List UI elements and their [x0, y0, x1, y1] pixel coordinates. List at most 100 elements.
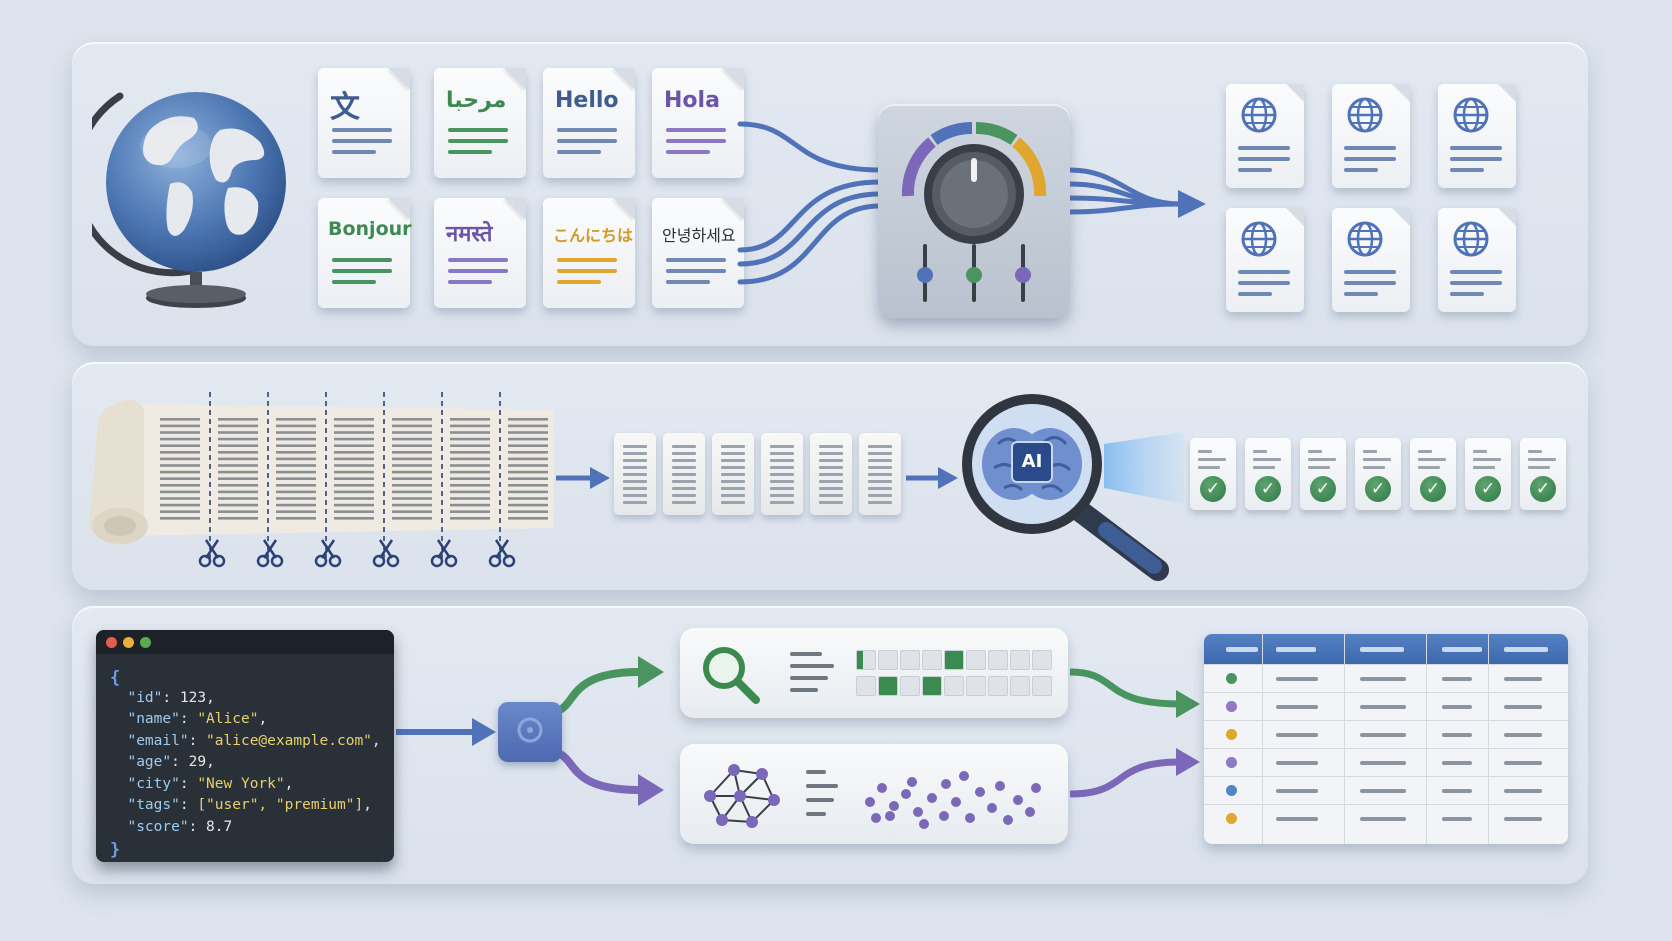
- match-cell: [944, 676, 964, 696]
- verified-chunk-card: ✓: [1520, 438, 1566, 510]
- match-cell: [944, 650, 964, 670]
- language-card: Hola: [652, 68, 744, 178]
- text-chunk: [761, 433, 803, 515]
- json-line: "score": 8.7: [110, 819, 232, 835]
- json-key: "city": [127, 775, 180, 792]
- knob-icon[interactable]: [878, 104, 1070, 318]
- vector-point: [939, 811, 949, 821]
- language-card: Bonjour: [318, 198, 412, 308]
- text-chunk: [663, 433, 705, 515]
- match-cell: [878, 650, 898, 670]
- verified-chunk-card: ✓: [1355, 438, 1401, 510]
- table-row[interactable]: [1204, 720, 1568, 749]
- vector-point: [1013, 795, 1023, 805]
- globe-document-card: [1226, 84, 1304, 188]
- language-word: こんにちは: [553, 226, 634, 245]
- vector-point: [1031, 783, 1041, 793]
- json-colon: :: [179, 711, 198, 727]
- globe-icon: [1453, 97, 1489, 133]
- table-row[interactable]: [1204, 692, 1568, 721]
- globe-document-card: [1226, 208, 1304, 312]
- json-line: "id": 123,: [110, 689, 215, 706]
- json-suffix: ,: [206, 689, 215, 706]
- json-colon: :: [179, 775, 198, 792]
- language-card: مرحبا: [434, 68, 526, 178]
- check-icon: ✓: [1365, 476, 1391, 502]
- scissors-icon[interactable]: [488, 538, 516, 568]
- vector-point: [913, 807, 923, 817]
- language-card: 안녕하세요: [652, 198, 744, 308]
- json-brace: {: [110, 668, 121, 688]
- json-indent: [110, 690, 127, 706]
- language-word: 文: [330, 90, 360, 125]
- globe-document-card: [1438, 208, 1516, 312]
- vector-point: [941, 779, 951, 789]
- json-key: "email": [127, 732, 189, 749]
- match-cell: [900, 676, 920, 696]
- json-indent: [110, 733, 127, 749]
- match-cell: [856, 676, 876, 696]
- json-brace: }: [110, 840, 121, 860]
- language-word: Bonjour: [328, 218, 412, 240]
- json-indent: [110, 754, 127, 770]
- vector-point: [975, 787, 985, 797]
- check-icon: ✓: [1420, 476, 1446, 502]
- json-suffix: ,: [363, 797, 372, 813]
- window-titlebar: [96, 630, 394, 654]
- scissors-icon[interactable]: [198, 538, 226, 568]
- verified-chunk-card: ✓: [1245, 438, 1291, 510]
- json-line: {: [110, 668, 120, 688]
- language-card: 文: [318, 68, 410, 178]
- match-cell: [922, 650, 942, 670]
- globe-icon: [1347, 221, 1383, 257]
- json-indent: [110, 711, 127, 727]
- minimize-dot[interactable]: [123, 637, 134, 648]
- vector-point: [1003, 815, 1013, 825]
- scissors-icon[interactable]: [314, 538, 342, 568]
- vector-point: [877, 783, 887, 793]
- json-line: "name": "Alice",: [110, 711, 267, 727]
- json-indent: [110, 776, 127, 792]
- vector-point: [871, 813, 881, 823]
- match-cell: [966, 676, 986, 696]
- json-key: "score": [127, 818, 189, 835]
- scissors-icon[interactable]: [372, 538, 400, 568]
- verified-chunk-card: ✓: [1410, 438, 1456, 510]
- json-value: ["user", "premium"]: [197, 797, 364, 813]
- text-chunk: [712, 433, 754, 515]
- scissors-icon[interactable]: [430, 538, 458, 568]
- json-suffix: ,: [206, 754, 215, 770]
- language-word: Hola: [664, 88, 720, 113]
- table-row[interactable]: [1204, 804, 1568, 833]
- globe-icon: [1241, 221, 1277, 257]
- router-icon: [498, 702, 562, 762]
- text-chunk: [614, 433, 656, 515]
- close-dot[interactable]: [106, 637, 117, 648]
- table-row[interactable]: [1204, 664, 1568, 693]
- keyword-search-strip: [680, 628, 1068, 718]
- vector-point: [995, 781, 1005, 791]
- globe-document-card: [1332, 84, 1410, 188]
- check-icon: ✓: [1200, 476, 1226, 502]
- vector-point: [919, 819, 929, 829]
- json-colon: :: [188, 732, 207, 749]
- check-icon: ✓: [1475, 476, 1501, 502]
- magnifier-icon: [962, 394, 1184, 581]
- match-cell: [1010, 650, 1030, 670]
- maximize-dot[interactable]: [140, 637, 151, 648]
- vector-point: [907, 777, 917, 787]
- scroll-document: [88, 392, 554, 558]
- check-icon: ✓: [1530, 476, 1556, 502]
- table-row[interactable]: [1204, 776, 1568, 805]
- json-colon: :: [179, 797, 198, 813]
- language-card: こんにちは: [543, 198, 635, 308]
- json-indent: [110, 797, 127, 813]
- vector-point: [889, 801, 899, 811]
- table-row[interactable]: [1204, 748, 1568, 777]
- ai-badge: AI: [1021, 451, 1043, 472]
- scissors-icon[interactable]: [256, 538, 284, 568]
- vector-graph-strip: [680, 744, 1068, 844]
- language-card: नमस्ते: [434, 198, 526, 308]
- language-word: Hello: [555, 88, 619, 113]
- match-cell: [856, 650, 876, 670]
